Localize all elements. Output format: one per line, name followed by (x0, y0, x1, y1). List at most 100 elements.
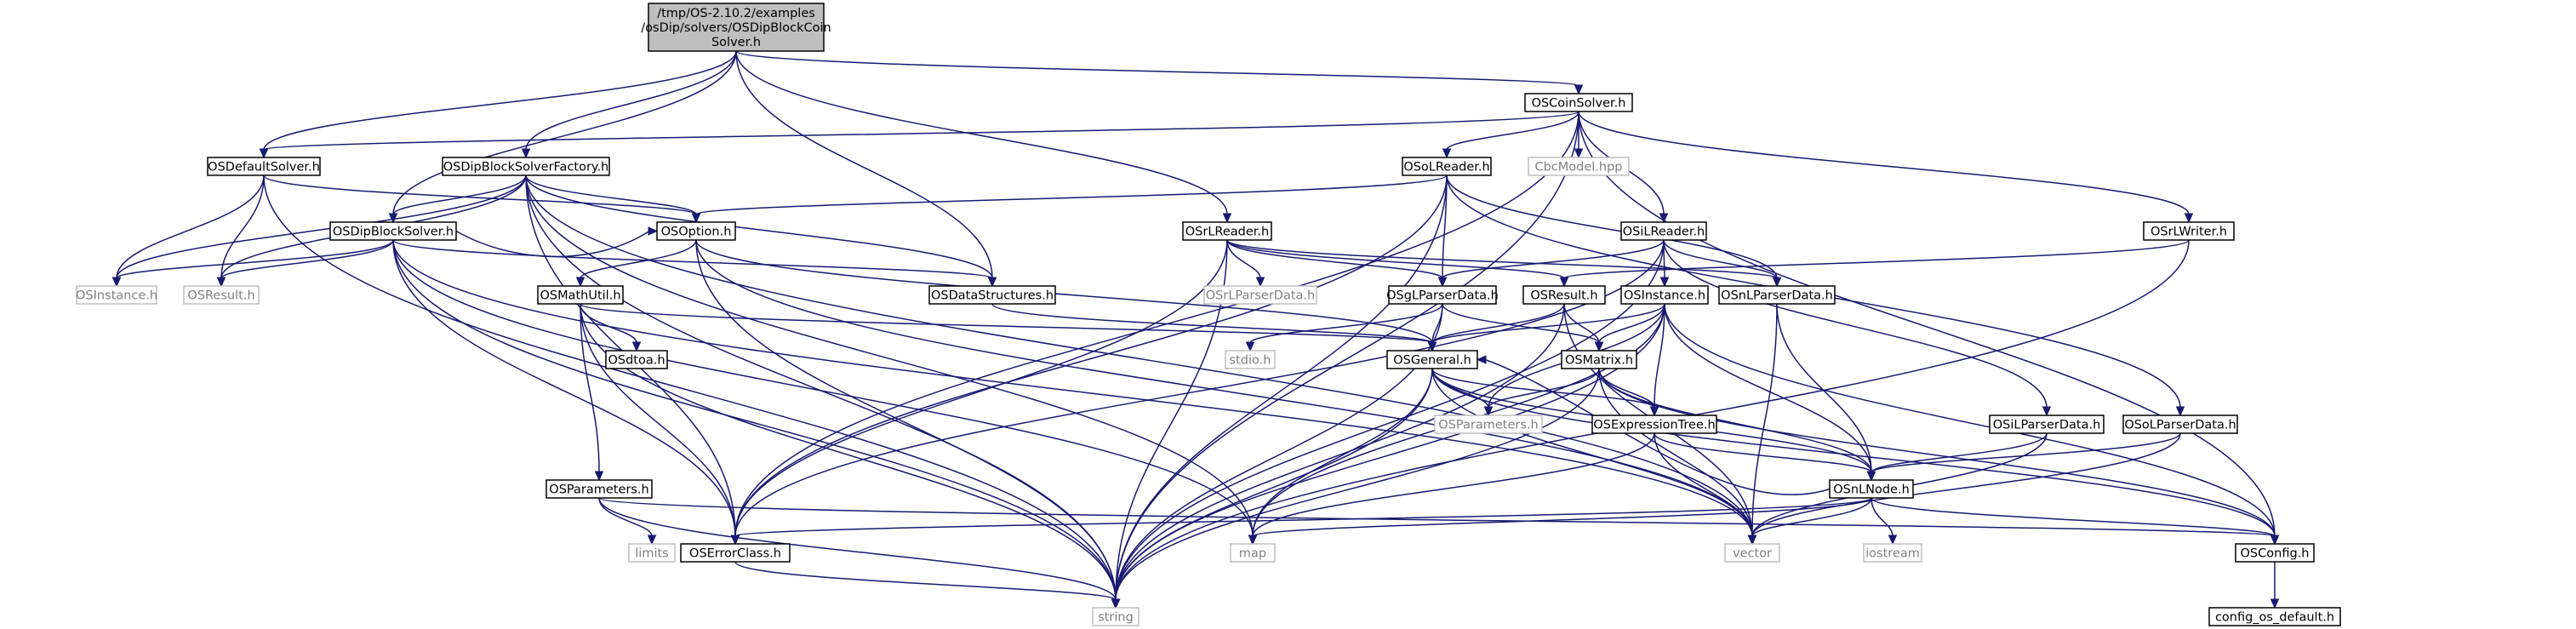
dependency-edge (730, 497, 1872, 546)
file-node-box (1386, 350, 1478, 369)
file-node-option[interactable]: OSOption.h (656, 221, 736, 241)
file-node-osl[interactable]: OSoLReader.h (1402, 157, 1492, 176)
file-node-osrlr[interactable]: OSrLReader.h (1182, 221, 1272, 241)
dependency-edge-line (1654, 432, 1753, 537)
file-node-label: config_os_default.h (2215, 611, 2334, 625)
dependency-edge (1747, 497, 1872, 546)
file-node-label: CbcModel.hpp (1534, 161, 1622, 174)
dependency-edge-line (525, 174, 1753, 537)
file-node-label: OSnLParserData.h (1721, 289, 1833, 303)
file-node-osilpd[interactable]: OSiLParserData.h (1989, 415, 2105, 434)
file-node-label: OSParameters.h (1438, 419, 1538, 432)
dependency-edge-arrowhead (594, 471, 604, 482)
file-node-errorclass[interactable]: OSErrorClass.h (680, 543, 791, 563)
file-node-label: OSParameters.h (549, 483, 648, 497)
dependency-edge (2270, 562, 2280, 609)
dependency-edge-line (1442, 303, 1600, 344)
dependency-edge-line (734, 497, 1872, 537)
dependency-edge (735, 50, 1584, 95)
file-node-nlnode[interactable]: OSnLNode.h (1829, 479, 1914, 499)
file-node-datastruct[interactable]: OSDataStructures.h (928, 285, 1056, 305)
file-node-general[interactable]: OSGeneral.h (1386, 350, 1478, 369)
dependency-edge-line (1431, 303, 1565, 344)
dependency-edge-arrowhead (1248, 535, 1258, 546)
dependency-edge-line (580, 303, 600, 473)
file-node-label: OSCoinSolver.h (1532, 97, 1626, 111)
file-node-osdtoa[interactable]: OSdtoa.h (605, 350, 668, 369)
dependency-edge (392, 239, 1258, 546)
file-node-root[interactable]: /tmp/OS-2.10.2/examples/osDip/solvers/OS… (641, 3, 831, 52)
file-node-label: OSrLReader.h (1185, 226, 1269, 239)
file-node-box (1620, 285, 1709, 305)
file-node-label: OSResult.h (1530, 289, 1597, 303)
file-node-osolpd[interactable]: OSoLParserData.h (2122, 415, 2238, 434)
file-node-osil[interactable]: OSiLReader.h (1620, 221, 1707, 241)
dependency-edge-line (392, 239, 993, 279)
dependency-edge (598, 497, 657, 546)
dependency-edge (1226, 239, 1782, 288)
file-node-label: OSMatrix.h (1565, 354, 1633, 368)
file-node-label: stdio.h (1230, 354, 1271, 368)
file-node-box (1524, 93, 1633, 112)
file-node-box (545, 479, 653, 499)
file-node-coin[interactable]: OSCoinSolver.h (1524, 93, 1633, 112)
file-node-label: OSrLWriter.h (2150, 226, 2227, 239)
dependency-edge-arrowhead (1427, 341, 1437, 352)
dependency-edge-line (1115, 111, 1579, 601)
dependency-edge-arrowhead (691, 213, 701, 224)
dependency-edge-line (734, 239, 1228, 537)
dependency-edge-line (734, 111, 1579, 537)
dependency-edge (259, 50, 737, 159)
dependency-edge-line (1431, 303, 1665, 344)
dependency-edge-line (525, 174, 1117, 601)
file-node-label: OSiLReader.h (1623, 226, 1705, 239)
file-node-config[interactable]: OSConfig.h (2235, 543, 2315, 563)
dependency-edge-line (1598, 303, 1665, 344)
file-node-dbsolver[interactable]: OSDipBlockSolver.h (329, 221, 457, 241)
dependency-edge-line (1115, 303, 1443, 601)
dependency-edge (521, 50, 737, 159)
dependency-edge (1483, 368, 1600, 417)
file-node-exprtree[interactable]: OSExpressionTree.h (1591, 415, 1717, 434)
dependency-edge (580, 303, 1437, 352)
dependency-edge-line (1871, 432, 2181, 473)
dependency-edge-line (1654, 432, 1872, 473)
file-node-mathutil[interactable]: OSMathUtil.h (537, 285, 624, 305)
dependency-edge-line (392, 239, 1753, 537)
file-node-box (1225, 350, 1276, 369)
file-node-osnlpd[interactable]: OSnLParserData.h (1718, 285, 1836, 305)
file-node-label: limits (635, 547, 668, 561)
dependency-edge (575, 239, 697, 288)
dependency-edge-line (1442, 239, 1665, 279)
file-node-params[interactable]: OSParameters.h (545, 479, 653, 499)
dependency-edge (111, 174, 527, 288)
dependency-edge-line (580, 303, 736, 537)
file-node-label: Solver.h (711, 36, 761, 49)
dependency-edge (392, 239, 997, 288)
file-node-box (1203, 285, 1317, 305)
dependency-edge-line (1664, 303, 2276, 537)
file-node-box (1522, 285, 1606, 305)
file-node-params_ext: OSParameters.h (1434, 415, 1543, 434)
dependency-edge (1578, 111, 2280, 546)
file-node-box (1989, 415, 2105, 434)
dependency-edge (598, 497, 2280, 546)
file-node-factory[interactable]: OSDipBlockSolverFactory.h (442, 157, 610, 176)
file-node-default[interactable]: OSDefaultSolver.h (207, 157, 321, 176)
file-node-configdefault[interactable]: config_os_default.h (2208, 607, 2341, 626)
file-node-stdio: stdio.h (1225, 350, 1276, 369)
file-node-label: iostream (1865, 547, 1920, 561)
dependency-edge (1663, 239, 1782, 288)
file-node-osinstance[interactable]: OSInstance.h (1620, 285, 1709, 305)
dependency-edge-line (1871, 497, 1893, 537)
dependency-edge-arrowhead (1866, 471, 1876, 482)
dependency-edge-line (263, 174, 697, 215)
file-node-osresult[interactable]: OSResult.h (1522, 285, 1606, 305)
file-node-osglpd[interactable]: OSgLParserData.h (1386, 285, 1499, 305)
dependency-edge-line (392, 239, 1254, 537)
file-node-osrlw[interactable]: OSrLWriter.h (2143, 221, 2235, 241)
dependency-edge (1776, 303, 1876, 482)
dependency-edge-arrowhead (1483, 406, 1494, 417)
file-node-box (1718, 285, 1836, 305)
file-node-matrix[interactable]: OSMatrix.h (1561, 350, 1637, 369)
